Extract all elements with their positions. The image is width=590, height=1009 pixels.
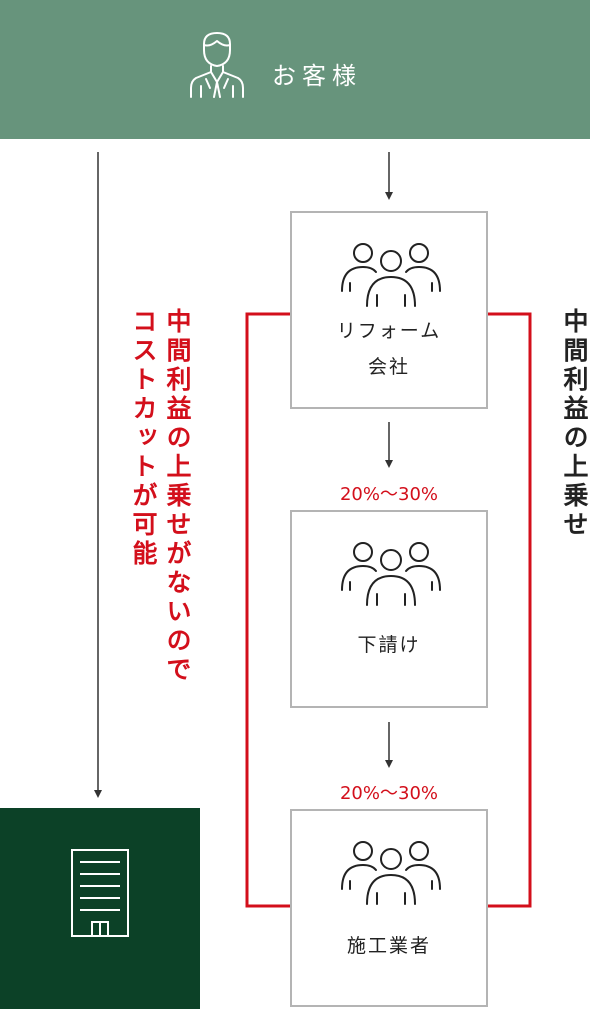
margin-label-1: 20%〜30% <box>339 484 438 505</box>
subcontractor-box: 下請け <box>290 510 488 708</box>
our-company-label: 当社 <box>271 952 319 976</box>
reform-label-line1: リフォーム <box>336 320 442 342</box>
reform-label-line2: 会社 <box>367 356 410 378</box>
businessman-icon <box>190 32 244 98</box>
customer-header: お客様 <box>0 0 590 139</box>
margin-label-2: 20%〜30% <box>339 783 438 804</box>
contractor-label: 施工業者 <box>346 935 431 957</box>
no-margin-note: 中間利益の上乗せがないのでコストカットが可能 <box>126 308 194 685</box>
group-icon <box>341 841 441 905</box>
right-red-bracket <box>488 312 532 908</box>
our-company-box <box>0 808 200 1009</box>
subcontractor-label: 下請け <box>357 634 421 656</box>
arrowhead-1 <box>385 192 393 200</box>
left-red-bracket <box>245 312 290 908</box>
no-margin-note-line1: 中間利益の上乗せがないので <box>163 308 192 685</box>
group-icon <box>341 542 441 606</box>
arrowhead-3 <box>385 760 393 768</box>
arrowhead-2 <box>385 460 393 468</box>
contractor-box: 施工業者 <box>290 809 488 1007</box>
direct-arrowhead <box>94 790 102 798</box>
group-icon <box>341 243 441 307</box>
margin-note: 中間利益の上乗せ <box>560 308 589 540</box>
no-margin-note-line2: コストカットが可能 <box>129 308 158 569</box>
customer-title: お客様 <box>272 62 362 90</box>
reform-company-box: リフォーム 会社 <box>290 211 488 409</box>
building-icon <box>71 849 129 937</box>
